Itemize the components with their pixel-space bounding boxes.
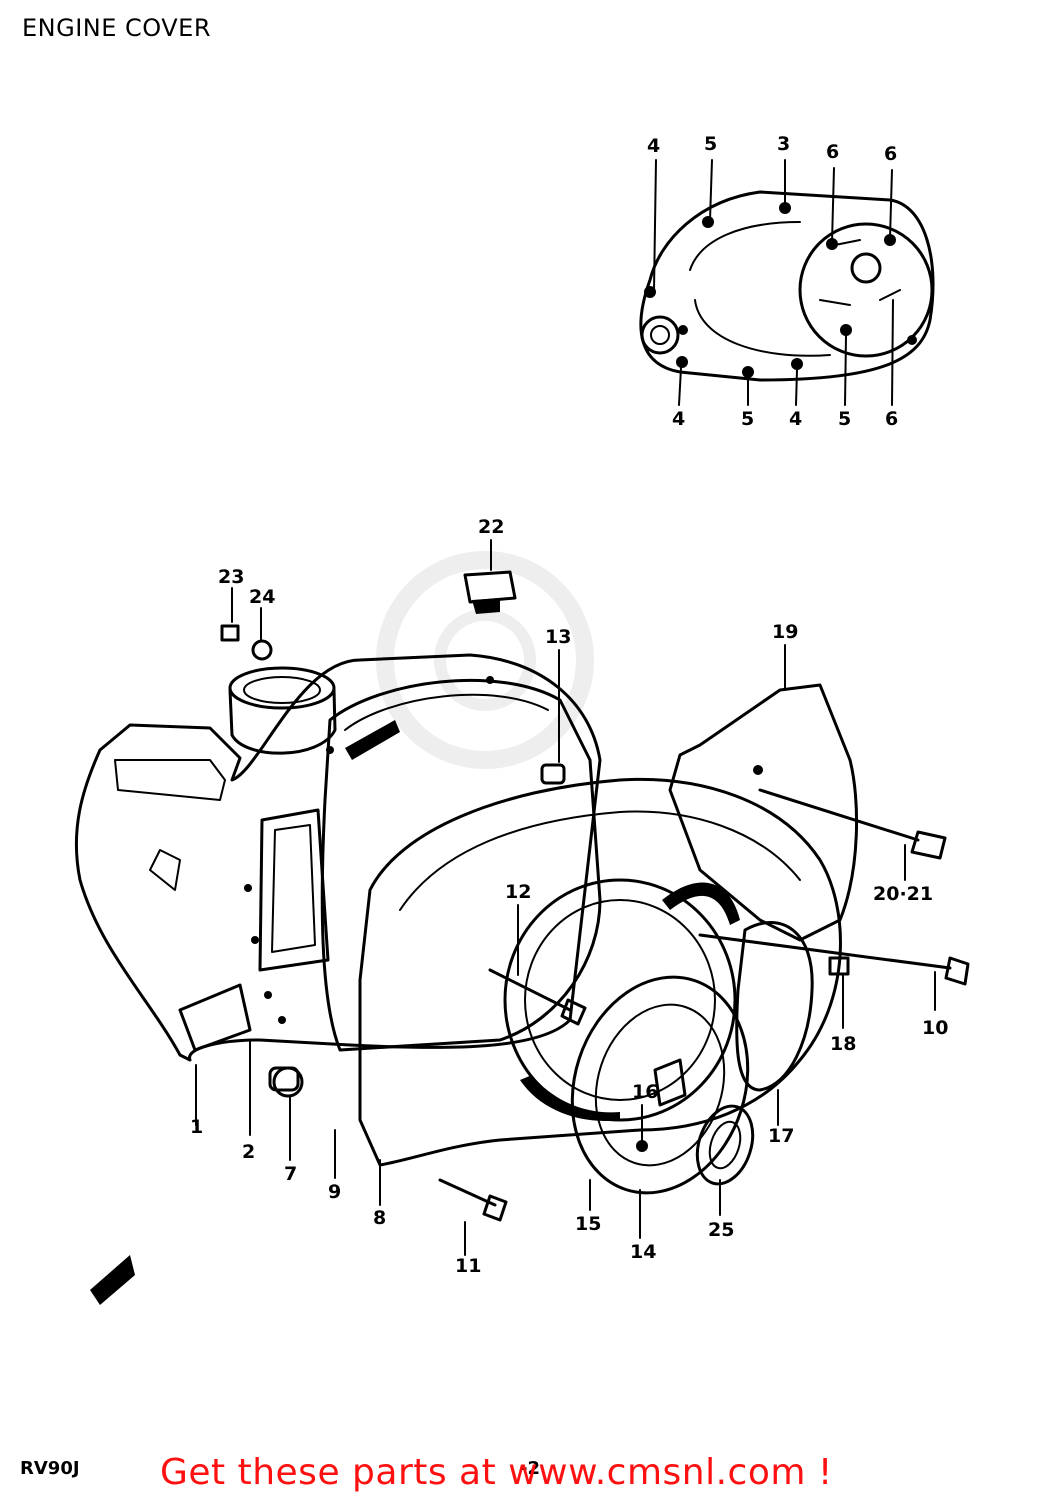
callout-label: 5 [741,408,754,430]
callout-label: 20·21 [873,883,933,905]
callout-label: 23 [218,566,244,588]
page-title: ENGINE COVER [22,14,212,42]
callout-label: 3 [777,133,790,155]
callout-label: 5 [838,408,851,430]
callout-label: 4 [789,408,802,430]
callout-label: 7 [284,1163,297,1185]
callout-label: 4 [647,135,660,157]
callout-label: 15 [575,1213,601,1235]
callout-label: 16 [632,1081,658,1103]
fasteners [90,570,970,1305]
gasket-and-cover [320,678,842,1195]
callout-label: 24 [249,586,275,608]
callout-label: 1 [190,1116,203,1138]
callout-label: 18 [830,1033,856,1055]
watermark-logo [376,551,594,769]
callout-label: 13 [545,626,571,648]
callout-label: 9 [328,1181,341,1203]
callout-label: 14 [630,1241,656,1263]
callout-label: 6 [826,141,839,163]
callout-label: 25 [708,1219,734,1241]
callout-label: 17 [768,1125,794,1147]
callout-label: 12 [505,881,531,903]
callout-label: 4 [672,408,685,430]
leader-lines [195,539,936,1256]
model-code: RV90J [20,1458,80,1479]
callout-label: 11 [455,1255,481,1277]
inset-cover-drawing [639,159,935,406]
callout-label: 6 [885,408,898,430]
sprocket-cover [668,683,859,942]
callout-label: 19 [772,621,798,643]
promo-link[interactable]: Get these parts at www.cmsnl.com ! [160,1452,833,1493]
page-number: -2 [520,1458,540,1479]
callout-label: 10 [922,1017,948,1039]
callout-label: 8 [373,1207,386,1229]
main-callouts: 22 23 24 13 19 12 20·21 10 18 1 2 7 9 8 … [190,516,948,1277]
crankcase-housing [74,653,602,1098]
callout-label: 6 [884,143,897,165]
callout-label: 22 [478,516,504,538]
inset-callouts: 4 5 3 6 6 4 5 4 5 6 [647,133,898,430]
callout-label: 5 [704,133,717,155]
callout-label: 2 [242,1141,255,1163]
